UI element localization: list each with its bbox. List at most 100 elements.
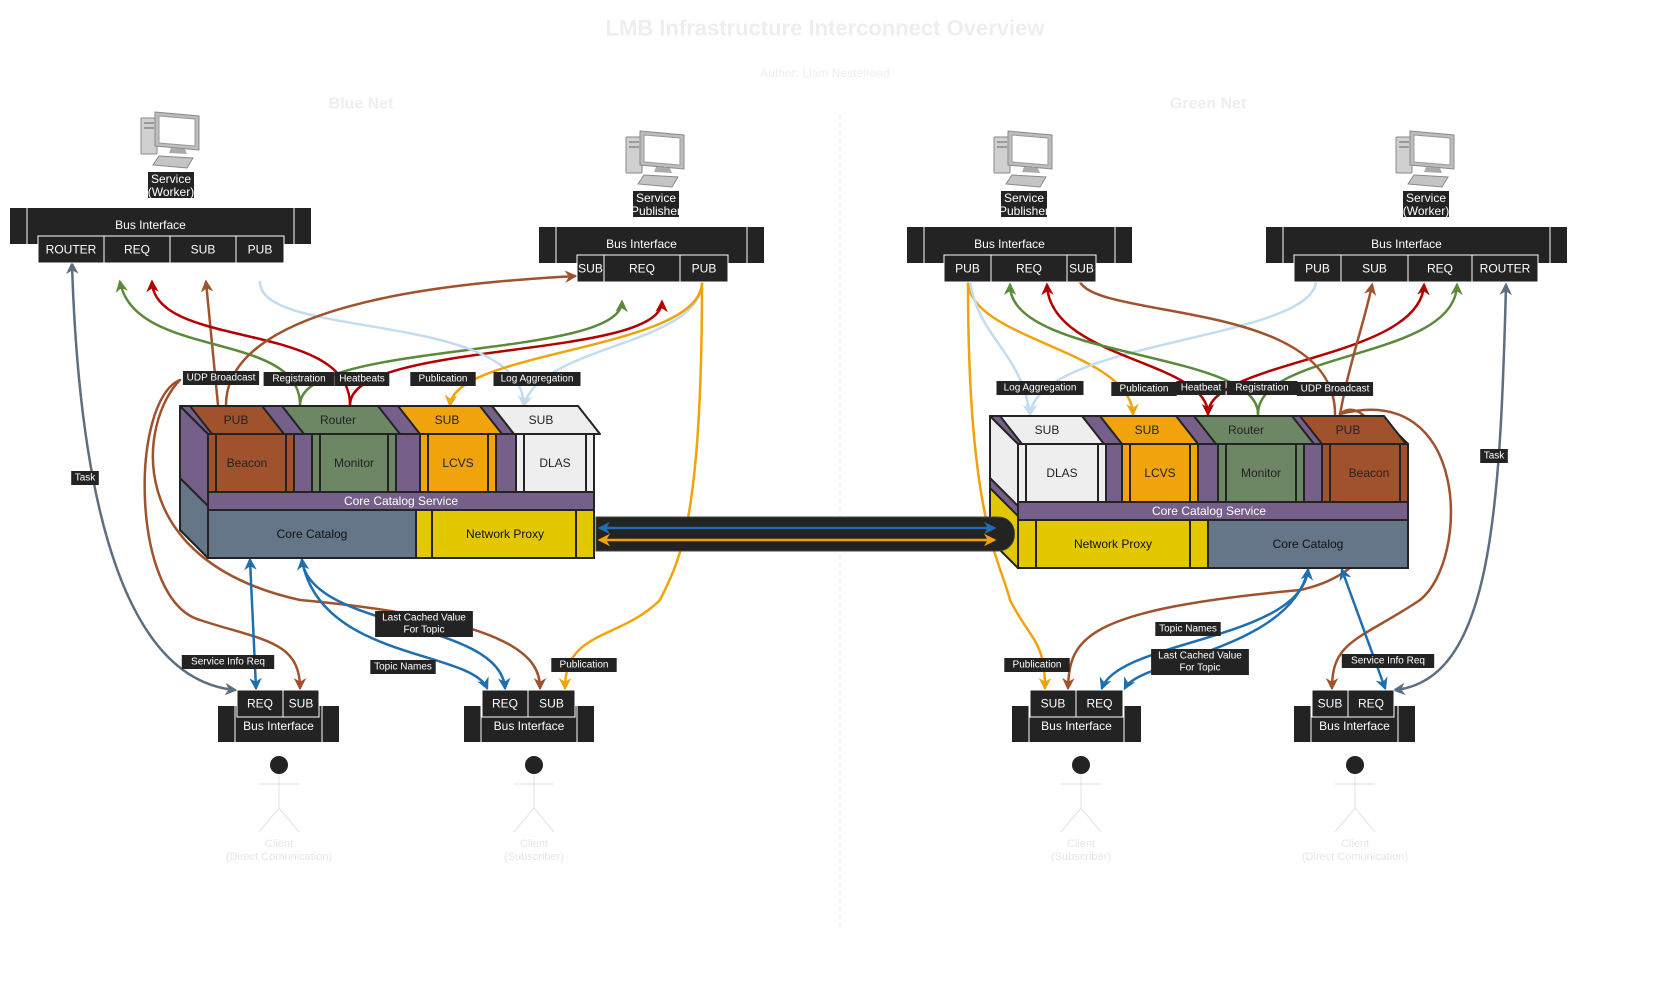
cluster-blue-block-label-3: DLAS bbox=[539, 456, 570, 470]
tag-task-green-bg bbox=[1480, 449, 1508, 463]
bus-worker-blue-req-socket bbox=[103, 235, 171, 264]
service-worker-green-label-bg bbox=[1403, 191, 1449, 217]
tag-publication-blue-bg bbox=[410, 372, 476, 386]
cluster-blue-cap-label-3: SUB bbox=[529, 413, 554, 427]
tag-registration-blue-text: Registration bbox=[272, 374, 325, 385]
bus-worker-blue-req-label: REQ bbox=[124, 243, 150, 257]
service-worker-green-label-line1: Service bbox=[1406, 191, 1446, 205]
edge-service-info-green bbox=[1339, 567, 1388, 691]
tag-topic-names-blue-text: Topic Names bbox=[374, 662, 432, 673]
page-title: LMB Infrastructure Interconnect Overview bbox=[606, 16, 1046, 41]
bus-worker-green-sub-label: SUB bbox=[1362, 262, 1387, 276]
tag-udp-broadcast-green: UDP Broadcast bbox=[1296, 382, 1374, 396]
tag-service-info-green: Service Info Req bbox=[1341, 654, 1435, 668]
bus-client-subscriber-green-req-label: REQ bbox=[1086, 697, 1112, 711]
edge-heatbeat-publisher-green bbox=[1041, 282, 1215, 417]
edge-publication-out-green bbox=[966, 280, 1052, 691]
bus-worker-blue-sub-label: SUB bbox=[191, 243, 216, 257]
tag-log-aggregation-blue-text: Log Aggregation bbox=[501, 374, 574, 385]
bus-client-subscriber-blue-req-socket bbox=[481, 689, 529, 718]
bus-client-direct-blue-title: Bus Interface bbox=[243, 719, 314, 733]
service-publisher-blue-label-bg bbox=[633, 191, 679, 217]
tag-registration-blue-bg bbox=[263, 372, 335, 386]
service-publisher-green-label-line2: (Publisher) bbox=[995, 204, 1053, 218]
client-direct-blue-label-line2: (Direct Comunication) bbox=[226, 851, 332, 863]
bus-client-direct-blue-req-label: REQ bbox=[247, 697, 273, 711]
bus-publisher-blue-req-socket bbox=[603, 254, 681, 283]
tag-log-aggregation-green-bg bbox=[996, 381, 1084, 395]
cluster-blue-cap-label-1: Router bbox=[320, 413, 356, 427]
client-direct-blue-head-icon bbox=[270, 756, 288, 774]
cluster-blue-cap-label-0: PUB bbox=[224, 413, 249, 427]
client-subscriber-green-body-icon bbox=[1060, 774, 1102, 833]
service-publisher-green: Service(Publisher) bbox=[993, 130, 1053, 218]
bus-publisher-blue-req-label: REQ bbox=[629, 262, 655, 276]
service-worker-blue-label-bg bbox=[148, 172, 194, 198]
edge-udp-broadcast-green bbox=[1338, 282, 1377, 416]
service-publisher-blue-label-line1: Service bbox=[636, 191, 676, 205]
service-publisher-blue: Service(Publisher) bbox=[625, 130, 685, 218]
client-subscriber-blue-head-icon bbox=[525, 756, 543, 774]
cluster-blue-block-1 bbox=[311, 433, 397, 493]
bus-publisher-blue-pub-socket bbox=[679, 254, 729, 283]
bus-worker-blue-router-label: ROUTER bbox=[46, 243, 97, 257]
tag-publication-out-green-bg bbox=[1004, 658, 1070, 672]
tag-heatbeats-blue: Heatbeats bbox=[334, 372, 390, 386]
client-direct-blue: Client(Direct Comunication) bbox=[226, 756, 332, 863]
tag-topic-names-green-bg bbox=[1155, 622, 1221, 636]
bus-client-subscriber-green-sub-label: SUB bbox=[1041, 697, 1066, 711]
cluster-green-service-band-label: Core Catalog Service bbox=[1152, 504, 1266, 518]
tag-heatbeat-green-bg bbox=[1176, 381, 1226, 395]
client-subscriber-blue-label-line1: Client bbox=[520, 838, 548, 850]
tag-service-info-blue: Service Info Req bbox=[181, 655, 275, 669]
cluster-blue-block-label-2: LCVS bbox=[442, 456, 473, 470]
bus-client-direct-green-title: Bus Interface bbox=[1319, 719, 1390, 733]
bus-publisher-blue-sub-label: SUB bbox=[578, 262, 603, 276]
bus-publisher-green-req-label: REQ bbox=[1016, 262, 1042, 276]
author-text: Author: Liam Nestelroad bbox=[760, 66, 889, 80]
cluster-blue-block-label-0: Beacon bbox=[227, 456, 268, 470]
proxy-tunnel bbox=[595, 516, 1015, 552]
cluster-blue-core-catalog bbox=[207, 509, 417, 559]
cluster-green-block-label-3: Beacon bbox=[1349, 466, 1390, 480]
service-worker-blue-label-line2: (Worker) bbox=[148, 185, 194, 199]
cluster-blue-cap-2 bbox=[397, 405, 503, 435]
tag-last-cached-blue-text: For Topic bbox=[404, 625, 445, 636]
bus-client-direct-green-req-socket bbox=[1347, 689, 1395, 718]
cluster-blue-block-0 bbox=[207, 433, 295, 493]
client-subscriber-green-label-line1: Client bbox=[1067, 838, 1095, 850]
computer-icon bbox=[993, 130, 1053, 188]
edge-udp-to-publisher-green bbox=[1078, 280, 1337, 416]
bus-client-subscriber-blue-req-label: REQ bbox=[492, 697, 518, 711]
tag-task-green-text: Task bbox=[1484, 451, 1506, 462]
tag-publication-out-green-text: Publication bbox=[1013, 660, 1062, 671]
tag-registration-green-bg bbox=[1226, 381, 1298, 395]
tag-udp-broadcast-green-bg bbox=[1296, 382, 1374, 396]
cluster-blue-block-label-1: Monitor bbox=[334, 456, 374, 470]
tag-udp-broadcast-green-text: UDP Broadcast bbox=[1301, 384, 1370, 395]
service-worker-green: Service(Worker) bbox=[1395, 130, 1455, 218]
tag-log-aggregation-blue: Log Aggregation bbox=[493, 372, 581, 386]
tag-publication-green-bg bbox=[1111, 382, 1177, 396]
bus-publisher-green-title: Bus Interface bbox=[974, 237, 1045, 251]
tag-topic-names-blue-bg bbox=[370, 660, 436, 674]
bus-worker-green-router-socket bbox=[1471, 254, 1539, 283]
bus-client-subscriber-green-sub-socket bbox=[1029, 689, 1077, 718]
service-worker-green-label-line2: (Worker) bbox=[1403, 204, 1449, 218]
bus-client-direct-blue-sub-socket bbox=[282, 689, 320, 718]
tag-log-aggregation-green-text: Log Aggregation bbox=[1004, 383, 1077, 394]
service-publisher-green-label-bg bbox=[1001, 191, 1047, 217]
tag-task-green: Task bbox=[1480, 449, 1508, 463]
tag-topic-names-green: Topic Names bbox=[1155, 622, 1221, 636]
tag-topic-names-blue: Topic Names bbox=[370, 660, 436, 674]
computer-icon bbox=[1395, 130, 1455, 188]
edge-topic-names-blue bbox=[300, 558, 489, 691]
tag-publication-out-green: Publication bbox=[1004, 658, 1070, 672]
service-publisher-green-label-line1: Service bbox=[1004, 191, 1044, 205]
edge-log-worker-blue bbox=[258, 280, 530, 408]
tag-last-cached-blue-text: Last Cached Value bbox=[382, 613, 466, 624]
service-publisher-blue-label-line2: (Publisher) bbox=[627, 204, 685, 218]
